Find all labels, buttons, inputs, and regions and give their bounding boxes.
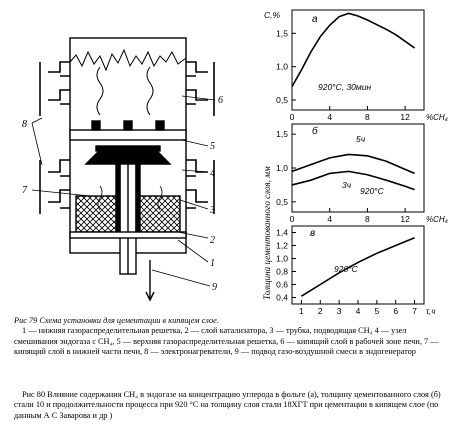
chart-b-annotation: 920°C (360, 186, 385, 196)
chart-c-xlabel: τ,ч (426, 307, 435, 316)
chart-c-ytick-label: 1,4 (276, 228, 288, 238)
chart-c-xtick-label: 4 (356, 306, 361, 316)
chart-c-panel-letter: в (310, 228, 315, 239)
chart-a: C,% a 920°C, 30мин 1,5 1,0 0,50 4 8 12 %CH₄ (264, 9, 448, 122)
chart-c-xtick-label: 6 (393, 306, 398, 316)
chart-a-xtick-label: 12 (400, 112, 410, 122)
chart-b-xtick-label: 8 (365, 214, 370, 224)
chart-b-xtick-label: 12 (400, 214, 410, 224)
chart-c-xtick-label: 1 (299, 306, 304, 316)
heater-left (39, 61, 70, 214)
label-7: 7 (22, 185, 28, 196)
chart-a-xtick-label: 4 (327, 112, 332, 122)
apparatus-diagram (31, 37, 216, 302)
chart-a-ylabel: C,% (264, 10, 281, 20)
upper-grate (69, 129, 187, 141)
mixing-unit (84, 149, 172, 165)
chart-c-xtick-label: 7 (412, 306, 417, 316)
caption-fig80: Рис 80 Влияние содержания CH₄ в эндогазе… (14, 390, 444, 421)
label-1: 1 (210, 258, 215, 269)
chart-a-xtick-label: 0 (290, 112, 295, 122)
caption80-text: Рис 80 Влияние содержания CH₄ в эндогазе… (14, 390, 441, 420)
chart-a-xtick-label: 8 (365, 112, 370, 122)
chart-b: б 920°C 5ч 3ч 1,5 1,0 0,50 4 8 12 %CH₄ (276, 123, 448, 224)
caption79-body: 1 — нижняя газораспределительная решетка… (14, 326, 439, 357)
chart-b-series-label-5h: 5ч (356, 134, 366, 144)
chart-c-xtick-label: 5 (374, 306, 379, 316)
chart-c-series-line-0 (301, 236, 415, 297)
chart-a-panel-letter: a (312, 14, 318, 25)
chart-c-xtick-label: 2 (318, 306, 323, 316)
chart-c-ytick-label: 1,0 (276, 254, 288, 264)
label-4: 4 (210, 168, 215, 179)
label-8: 8 (22, 119, 27, 130)
chart-b-ytick-label: 1,0 (276, 163, 288, 173)
chart-b-panel-letter: б (312, 125, 318, 137)
chart-a-ytick-label: 1,5 (276, 28, 288, 38)
bed-surface (69, 48, 187, 72)
chart-c-xtick-label: 3 (337, 306, 342, 316)
inlet-arrow (145, 260, 155, 302)
chart-b-xtick-label: 4 (327, 214, 332, 224)
label-6: 6 (218, 95, 223, 106)
chart-c-ytick-label: 0,4 (276, 293, 288, 303)
shared-ylabel: Толщина цементованного слоя, мм (262, 166, 272, 300)
label-3: 3 (209, 205, 215, 216)
chart-a-annotation: 920°C, 30мин (318, 82, 371, 92)
lower-grate (69, 231, 187, 239)
label-5: 5 (210, 141, 215, 152)
chart-a-ytick-label: 0,5 (276, 95, 288, 105)
chart-b-series-line-1 (291, 170, 415, 191)
chart-a-series-line-0 (291, 12, 416, 88)
flow-line (146, 66, 154, 116)
flow-line (96, 66, 104, 116)
chart-a-plot-frame (291, 9, 425, 111)
leader-lines (31, 95, 216, 287)
label-2: 2 (210, 235, 215, 246)
chart-a-ytick-label: 1,0 (276, 62, 288, 72)
chart-b-xtick-label: 0 (290, 214, 295, 224)
label-9: 9 (212, 282, 217, 293)
heater-right (186, 61, 215, 214)
chart-a-xlabel: %CH₄ (426, 113, 448, 122)
chart-b-series-line-0 (291, 153, 415, 175)
chart-b-ytick-label: 0,5 (276, 197, 288, 207)
chart-b-ytick-label: 1,5 (276, 129, 288, 139)
chart-c-ytick-label: 1,2 (276, 241, 288, 251)
chart-b-xlabel: %CH₄ (426, 215, 448, 224)
chart-b-series-label-3h: 3ч (342, 180, 352, 190)
caption-fig79: Рис 79 Схема установки для цементации в … (14, 316, 444, 358)
caption79-title: Рис 79 Схема установки для цементации в … (14, 316, 219, 325)
chart-c-ytick-label: 0,8 (276, 267, 288, 277)
chart-c-ytick-label: 0,6 (276, 280, 288, 290)
